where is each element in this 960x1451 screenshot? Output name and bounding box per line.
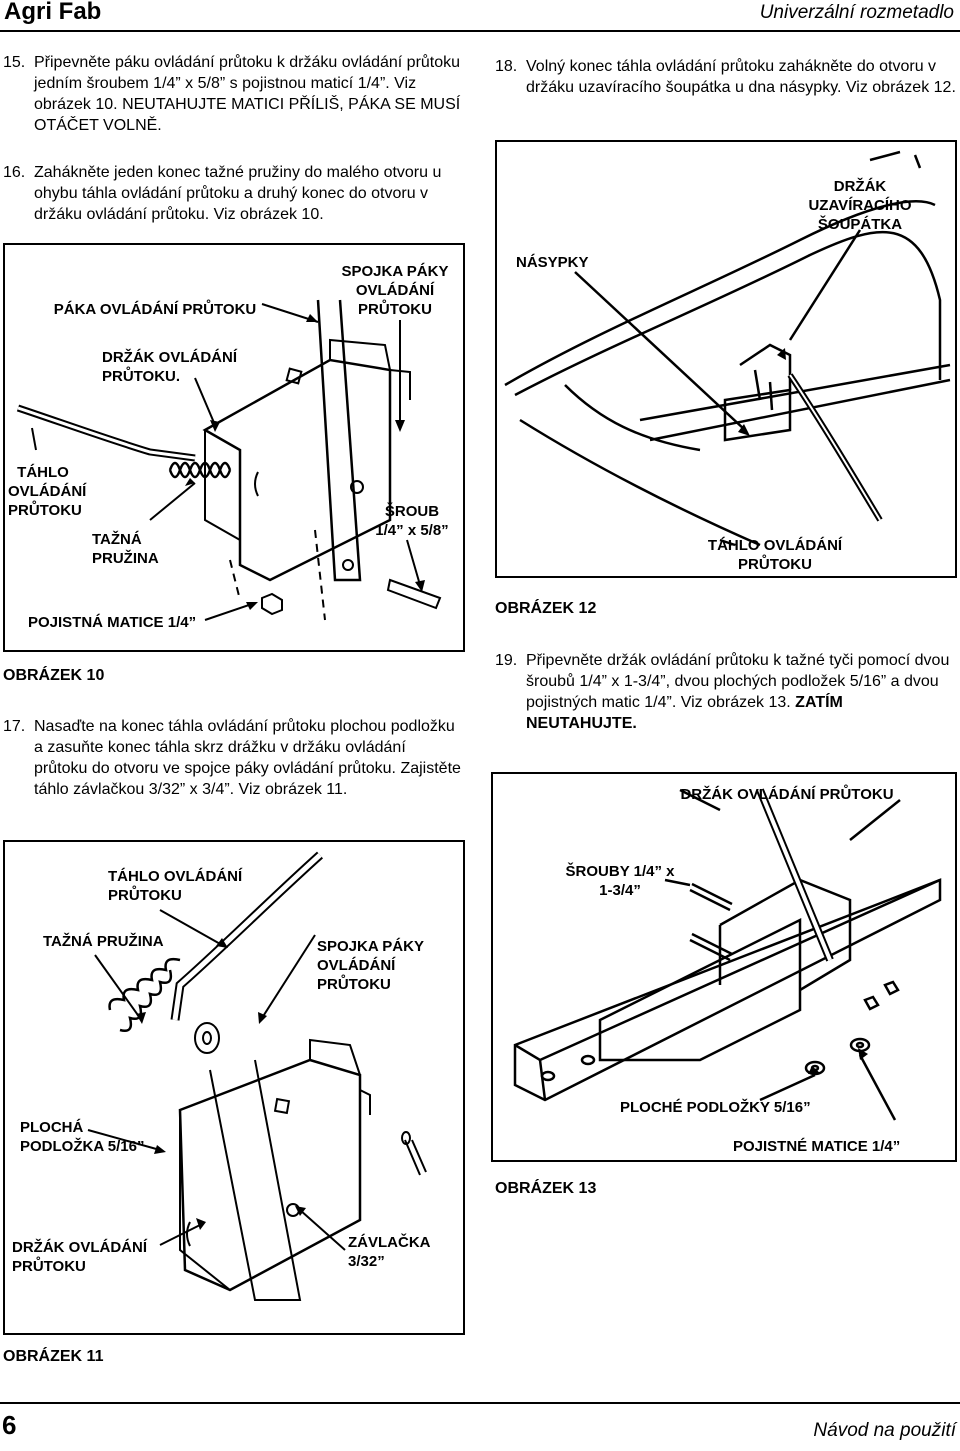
fig10-label-tahlo: TÁHLO OVLÁDÁNÍ PRŮTOKU (8, 464, 87, 519)
step-17: 17. Nasaďte na konec táhla ovládání průt… (3, 716, 463, 800)
figure-11-caption: OBRÁZEK 11 (3, 1348, 104, 1365)
step-19-warning: ZATÍM NEUTAHUJTE. (526, 694, 843, 732)
page-number: 6 (2, 1410, 17, 1440)
step-18-text: Volný konec táhla ovládání průtoku zahák… (526, 58, 956, 96)
fig12-label-drzak: DRŽÁK UZAVÍRACÍHO ŠOUPÁTKA (808, 178, 912, 233)
fig11-label-zavlacka: ZÁVLAČKA 3/32” (348, 1234, 430, 1270)
fig12-label-tahlo: TÁHLO OVLÁDÁNÍ PRŮTOKU (707, 537, 843, 573)
figure-12-frame (495, 140, 957, 578)
fig13-label-podlozky: PLOCHÉ PODLOŽKY 5/16” (620, 1099, 811, 1116)
fig11-label-spojka: SPOJKA PÁKY OVLÁDÁNÍ PRŮTOKU (317, 938, 424, 993)
step-18: 18. Volný konec táhla ovládání průtoku z… (495, 58, 956, 96)
figure-12-caption: OBRÁZEK 12 (495, 600, 597, 617)
footer-text: Návod na použití (813, 1420, 956, 1441)
step-15-warning: NEUTAHUJTE MATICI PŘÍLIŠ, PÁKA SE MUSÍ O… (34, 96, 461, 134)
fig10-label-pruzina: TAŽNÁ PRUŽINA (92, 531, 159, 567)
fig11-label-drzak: DRŽÁK OVLÁDÁNÍ PRŮTOKU (12, 1239, 147, 1275)
step-17-text: Nasaďte na konec táhla ovládání průtoku … (34, 718, 461, 798)
step-19: 19. Připevněte držák ovládání průtoku k … (495, 652, 950, 732)
fig11-label-podlozka: PLOCHÁ PODLOŽKA 5/16” (20, 1119, 145, 1155)
fig11-label-pruzina: TAŽNÁ PRUŽINA (43, 933, 164, 950)
header-rule (0, 30, 960, 32)
fig10-label-drzak: DRŽÁK OVLÁDÁNÍ PRŮTOKU. (102, 349, 237, 385)
step-19-text: Připevněte držák ovládání průtoku k tažn… (526, 652, 950, 711)
fig10-label-paka: PÁKA OVLÁDÁNÍ PRŮTOKU (53, 301, 257, 318)
fig10-label-matice: POJISTNÁ MATICE 1/4” (28, 614, 197, 631)
brand-name: Agri Fab (4, 0, 102, 25)
footer-rule (0, 1402, 960, 1404)
figure-13-caption: OBRÁZEK 13 (495, 1180, 597, 1197)
fig11-label-tahlo: TÁHLO OVLÁDÁNÍ PRŮTOKU (108, 868, 243, 904)
step-15: 15. Připevněte páku ovládání průtoku k d… (3, 54, 461, 134)
step-15-text: Připevněte páku ovládání průtoku k držák… (34, 54, 461, 113)
figure-10-caption: OBRÁZEK 10 (3, 667, 105, 684)
fig10-label-spojka: SPOJKA PÁKY OVLÁDÁNÍ PRŮTOKU (341, 263, 449, 318)
fig13-label-matice: POJISTNÉ MATICE 1/4” (733, 1138, 901, 1155)
document-title: Univerzální rozmetadlo (759, 2, 954, 23)
step-16: 16. Zahákněte jeden konec tažné pružiny … (3, 162, 463, 225)
fig10-label-sroub: ŠROUB 1/4” x 5/8” (375, 503, 449, 539)
fig12-label-nasypky: NÁSYPKY (516, 254, 589, 271)
step-16-text: Zahákněte jeden konec tažné pružiny do m… (34, 164, 442, 223)
figure-10-frame (3, 243, 465, 652)
fig13-label-drzak: DRŽÁK OVLÁDÁNÍ PRŮTOKU (680, 786, 894, 803)
fig13-label-srouby: ŠROUBY 1/4” x 1-3/4” (565, 863, 675, 899)
figure-13-frame (491, 772, 957, 1162)
figure-11-frame (3, 840, 465, 1335)
